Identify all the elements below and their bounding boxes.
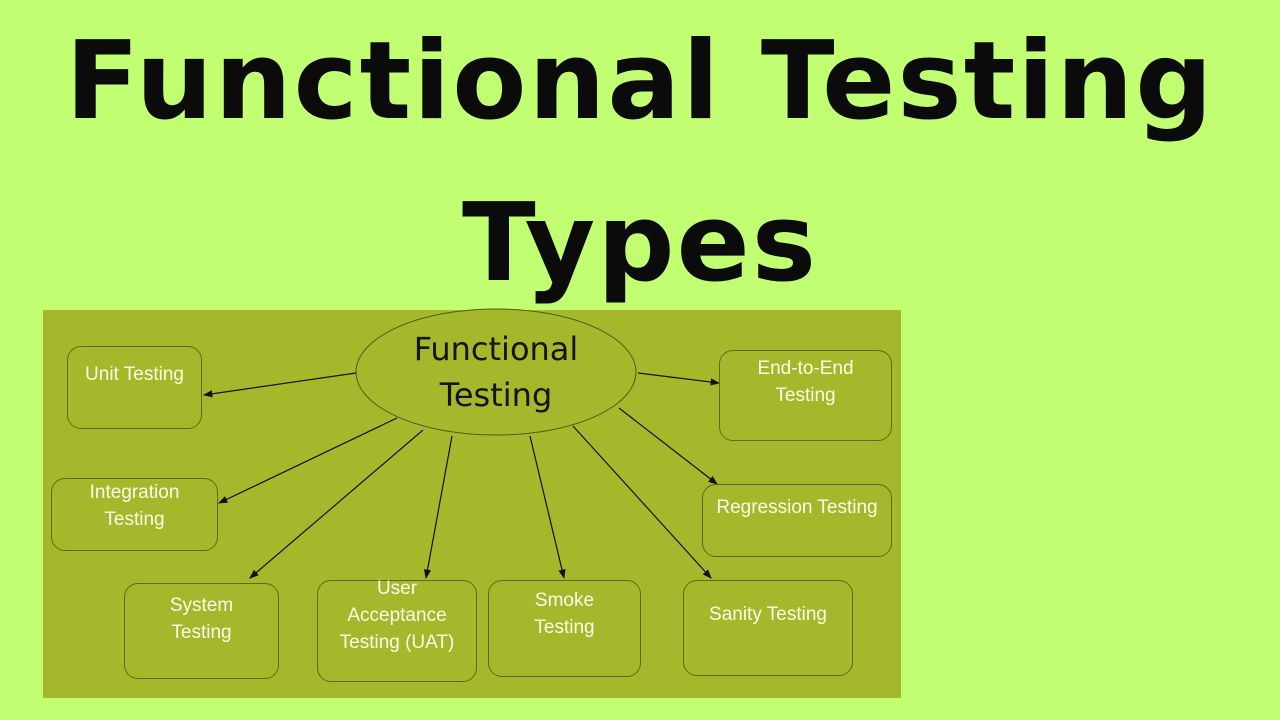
node-system-testing: System Testing <box>124 583 279 679</box>
node-unit-testing: Unit Testing <box>67 346 202 429</box>
node-label: Testing <box>104 509 165 530</box>
node-label: System <box>169 595 234 616</box>
node-end-to-end-testing: End-to-End Testing <box>719 350 892 441</box>
center-node-label: Functional Testing <box>376 326 616 418</box>
node-label: Unit Testing <box>85 364 184 385</box>
node-label: Testing (UAT) <box>339 632 455 653</box>
node-label: Testing <box>171 622 232 643</box>
node-label: Acceptance <box>347 605 447 626</box>
node-label: Sanity Testing <box>709 604 827 625</box>
center-label-line-2: Testing <box>439 376 553 414</box>
node-label: Testing <box>534 617 595 638</box>
node-integration-testing: Integration Testing <box>51 478 218 551</box>
node-smoke-testing: Smoke Testing <box>488 580 641 677</box>
node-label: Smoke <box>534 590 595 611</box>
page-title-line-1: Functional Testing <box>65 19 1215 144</box>
node-user-acceptance-testing: User Acceptance Testing (UAT) <box>317 578 477 682</box>
page-title-line-2: Types <box>461 181 819 306</box>
node-label: User <box>376 578 418 599</box>
node-regression-testing: Regression Testing <box>702 484 892 557</box>
node-label: End-to-End <box>757 358 854 379</box>
node-label: Integration <box>89 482 180 503</box>
node-label: Testing <box>775 385 836 406</box>
center-label-line-1: Functional <box>413 330 579 368</box>
center-ellipse <box>355 308 637 436</box>
node-sanity-testing: Sanity Testing <box>683 580 853 676</box>
node-label: Regression Testing <box>716 497 878 518</box>
